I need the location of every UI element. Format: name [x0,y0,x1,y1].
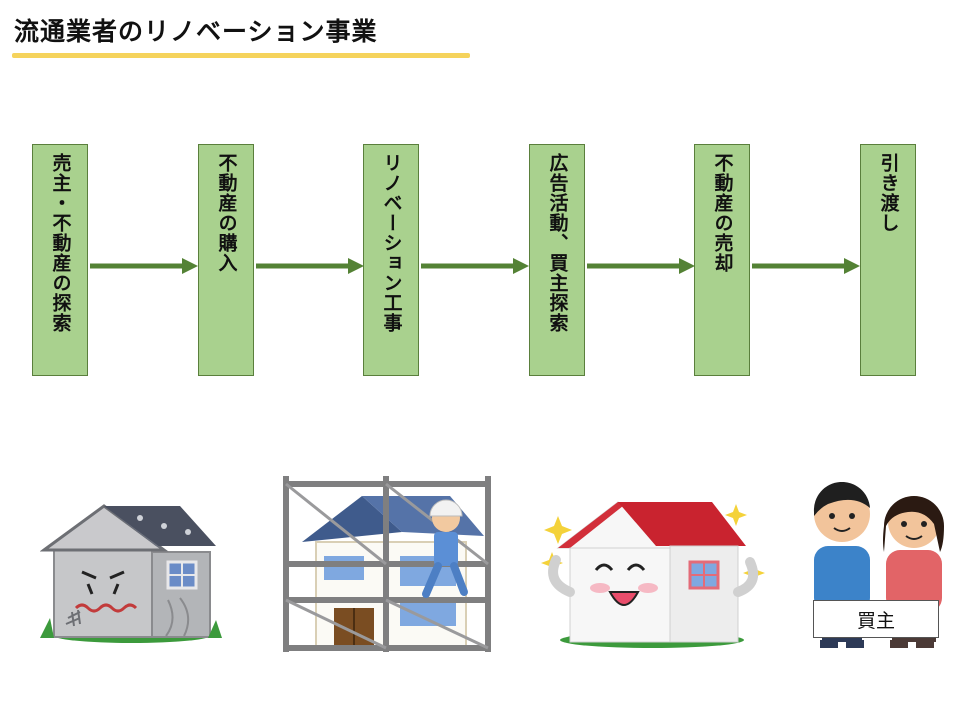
buyers-couple-illustration [813,482,944,648]
step-1: 売主・不動産の探索 [32,144,88,376]
arrow-1-2 [90,258,198,274]
arrow-2-3 [256,258,364,274]
step-4-label: 広告活動、買主探索 [546,153,569,333]
arrow-5-6 [752,258,860,274]
buyer-label: 買主 [813,600,939,638]
arrow-3-4 [421,258,529,274]
renovation-scaffold-illustration [283,476,491,652]
step-2: 不動産の購入 [198,144,254,376]
title-underline [12,53,470,58]
step-4: 広告活動、買主探索 [529,144,585,376]
old-house-illustration [40,504,222,643]
page-title: 流通業者のリノベーション事業 [14,17,378,46]
step-6: 引き渡し [860,144,916,376]
step-3-label: リノベーション工事 [380,153,403,333]
step-3: リノベーション工事 [363,144,419,376]
step-6-label: 引き渡し [877,153,900,233]
step-1-label: 売主・不動産の探索 [49,153,72,333]
step-2-label: 不動産の購入 [215,153,238,273]
happy-house-illustration [541,501,765,648]
arrow-4-5 [587,258,695,274]
step-5: 不動産の売却 [694,144,750,376]
step-5-label: 不動産の売却 [711,153,734,273]
